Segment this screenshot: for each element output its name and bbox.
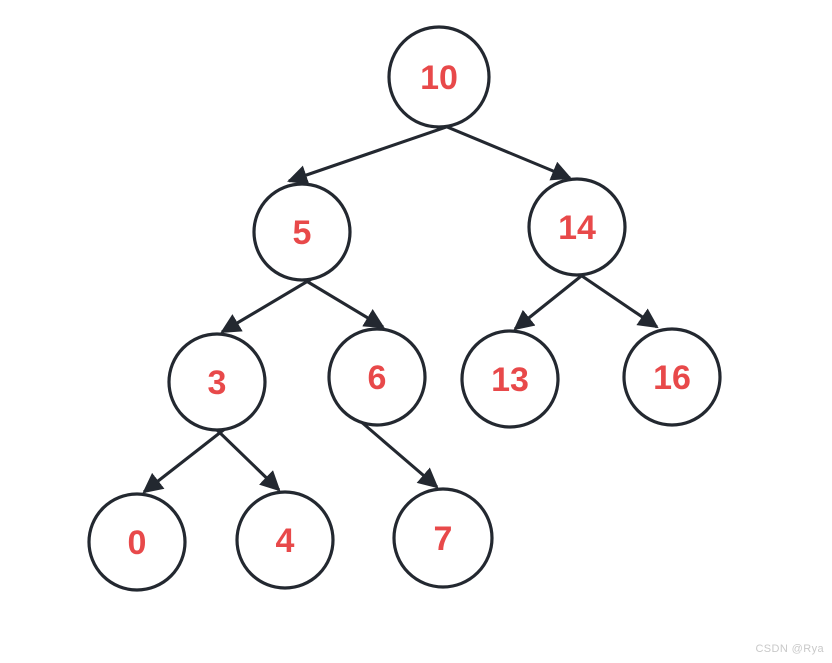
tree-edge-3-to-0: [142, 426, 227, 494]
tree-node-0[interactable]: 0: [87, 492, 187, 592]
tree-edges: [142, 122, 659, 494]
tree-node-14[interactable]: 14: [527, 177, 627, 277]
node-circle-7[interactable]: [392, 487, 494, 589]
tree-node-7[interactable]: 7: [392, 487, 494, 589]
node-label-5: 5: [293, 214, 312, 252]
tree-node-16[interactable]: 16: [622, 327, 722, 427]
tree-edge-6-to-7: [357, 418, 439, 489]
tree-node-4[interactable]: 4: [235, 490, 335, 590]
node-label-4: 4: [276, 522, 295, 560]
tree-edge-5-to-6: [302, 277, 385, 329]
node-circle-5[interactable]: [252, 182, 352, 282]
node-label-6: 6: [368, 359, 387, 397]
node-circle-16[interactable]: [622, 327, 722, 427]
tree-edge-10-to-5: [287, 122, 456, 185]
tree-nodes: 10 5 14 3 6 13 16 0 4 7: [87, 25, 722, 592]
tree-edge-14-to-16: [578, 272, 659, 329]
node-circle-10[interactable]: [387, 25, 491, 129]
node-label-16: 16: [653, 359, 691, 397]
node-circle-3[interactable]: [167, 332, 267, 432]
tree-edge-10-to-14: [439, 122, 572, 181]
node-circle-13[interactable]: [460, 329, 560, 429]
tree-node-6[interactable]: 6: [327, 327, 427, 427]
tree-node-5[interactable]: 5: [252, 182, 352, 282]
node-circle-6[interactable]: [327, 327, 427, 427]
node-circle-14[interactable]: [527, 177, 627, 277]
node-label-14: 14: [558, 209, 596, 247]
node-label-13: 13: [491, 361, 529, 399]
node-label-7: 7: [434, 520, 453, 558]
tree-edge-14-to-13: [513, 271, 586, 331]
tree-edge-5-to-3: [220, 276, 314, 334]
node-label-0: 0: [128, 524, 147, 562]
node-circle-0[interactable]: [87, 492, 187, 592]
tree-node-3[interactable]: 3: [167, 332, 267, 432]
node-label-3: 3: [208, 364, 227, 402]
tree-edge-3-to-4: [214, 427, 281, 492]
node-circle-4[interactable]: [235, 490, 335, 590]
tree-node-13[interactable]: 13: [460, 329, 560, 429]
tree-node-10[interactable]: 10: [387, 25, 491, 129]
watermark-text: CSDN @Rya: [755, 643, 824, 655]
node-label-10: 10: [420, 59, 458, 97]
